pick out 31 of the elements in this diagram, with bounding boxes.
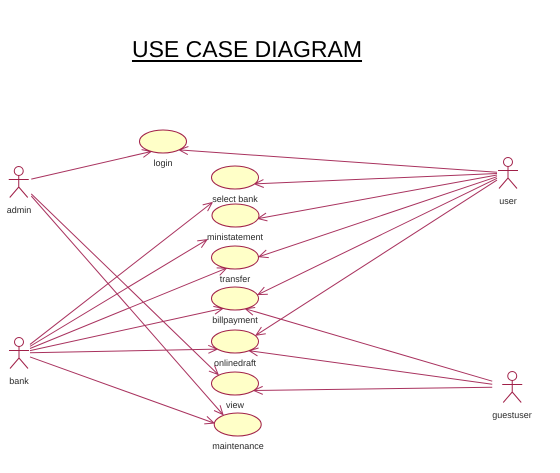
association-arrow [258,176,498,258]
association-arrow [30,202,213,345]
actor-name: guestuser [492,410,532,420]
use-case-name: billpayment [212,315,258,326]
association-arrow [30,149,152,180]
association-arrow [30,239,208,347]
association-arrow [30,344,218,354]
association-arrow [30,306,224,352]
use-case-name: ministatement [206,232,264,243]
use-case-name: login [153,158,172,169]
actor-name: user [499,196,517,206]
actor-name: admin [6,204,32,216]
use-case-name: transfer [220,274,250,285]
diagram-title: USE CASE DIAGRAM [132,36,362,63]
actor-name: bank [9,376,29,386]
association-arrow [30,356,215,424]
association-arrow [30,193,219,375]
association-arrow [253,386,493,395]
association-arrow [254,172,498,188]
use-case-name: maintenance [212,441,264,452]
use-case-name: onlinedraft [214,358,256,369]
association-arrow [244,307,493,382]
association-arrow [257,174,498,222]
association-arrow [30,267,227,349]
association-arrow [256,180,498,336]
association-arrow [248,347,493,385]
association-arrow [30,196,224,416]
association-arrow [178,146,498,173]
use-case-name: view [226,400,244,411]
association-arrow [258,178,498,296]
use-case-name: select bank [212,194,258,205]
